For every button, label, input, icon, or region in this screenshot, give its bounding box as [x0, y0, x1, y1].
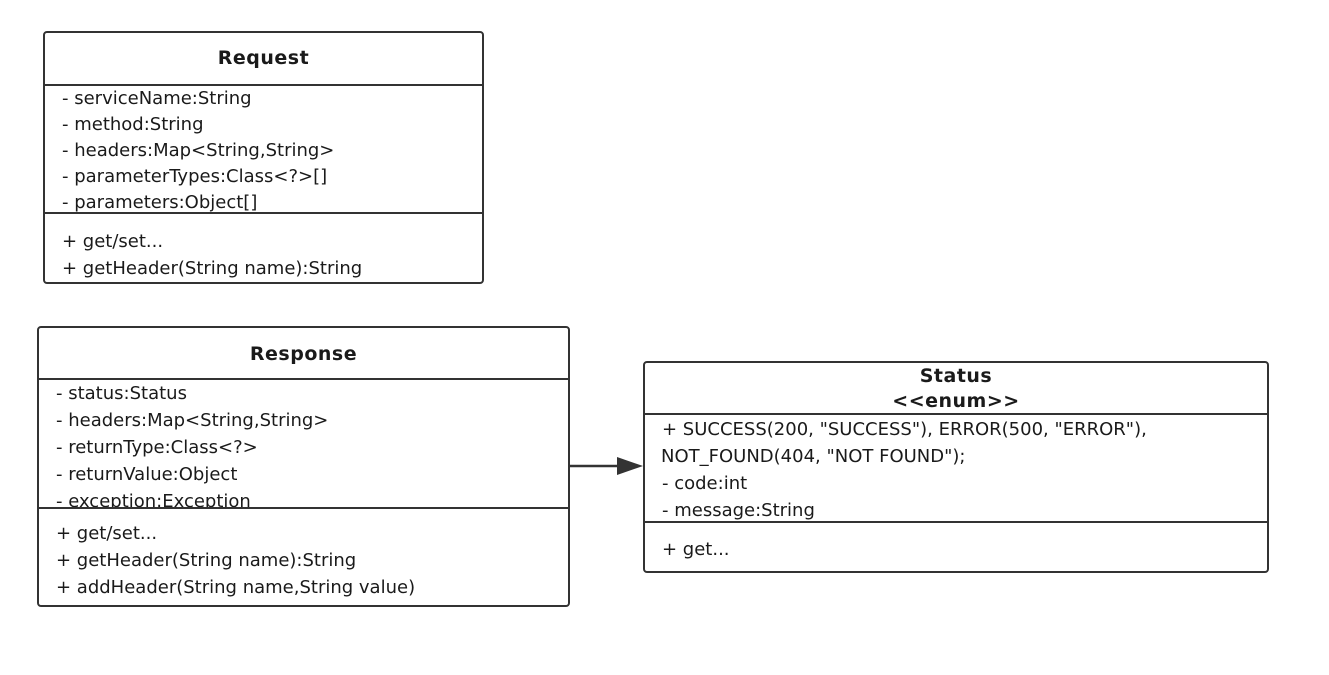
attribute-row: - code:int: [662, 473, 748, 494]
enum-values-row: + SUCCESS(200, "SUCCESS"), ERROR(500, "E…: [662, 419, 1147, 440]
attribute-row: - method:String: [62, 114, 204, 135]
enum-values-row: NOT_FOUND(404, "NOT FOUND");: [661, 446, 966, 467]
attributes-section: + SUCCESS(200, "SUCCESS"), ERROR(500, "E…: [645, 415, 1267, 523]
arrowhead-icon: [617, 457, 643, 475]
method-row: + getHeader(String name):String: [56, 550, 357, 571]
attribute-row: - headers:Map<String,String>: [62, 140, 335, 161]
attributes-section: - status:Status - headers:Map<String,Str…: [39, 380, 568, 509]
attribute-row: - headers:Map<String,String>: [56, 410, 329, 431]
class-response: Response - status:Status - headers:Map<S…: [37, 326, 570, 607]
class-name-text: Status: [919, 365, 993, 387]
attribute-row: - returnType:Class<?>: [56, 437, 258, 458]
attribute-row: - returnValue:Object: [56, 464, 238, 485]
method-row: + get...: [662, 539, 730, 560]
class-name: Response: [39, 328, 568, 380]
method-row: + get/set...: [62, 231, 164, 252]
attribute-row: - serviceName:String: [62, 88, 252, 109]
attributes-section: - serviceName:String - method:String - h…: [45, 86, 482, 214]
method-row: + addHeader(String name,String value): [56, 577, 416, 598]
attribute-row: - exception:Exception: [56, 491, 251, 509]
class-name-text: Response: [249, 343, 358, 365]
attribute-row: - parameters:Object[]: [62, 192, 258, 213]
method-row: + getHeader(String name):String: [62, 258, 363, 279]
class-name-text: Request: [217, 47, 310, 69]
class-stereotype: <<enum>>: [892, 390, 1020, 412]
class-status: Status <<enum>> + SUCCESS(200, "SUCCESS"…: [643, 361, 1269, 573]
class-name: Status <<enum>>: [645, 363, 1267, 415]
methods-section: + get...: [645, 523, 1267, 563]
attribute-row: - parameterTypes:Class<?>[]: [62, 166, 328, 187]
class-name: Request: [45, 33, 482, 86]
method-row: + get/set...: [56, 523, 158, 544]
methods-section: + get/set... + getHeader(String name):St…: [39, 509, 568, 601]
class-request: Request - serviceName:String - method:St…: [43, 31, 484, 284]
attribute-row: - message:String: [662, 500, 815, 521]
attribute-row: - status:Status: [56, 383, 187, 404]
methods-section: + get/set... + getHeader(String name):St…: [45, 214, 482, 282]
